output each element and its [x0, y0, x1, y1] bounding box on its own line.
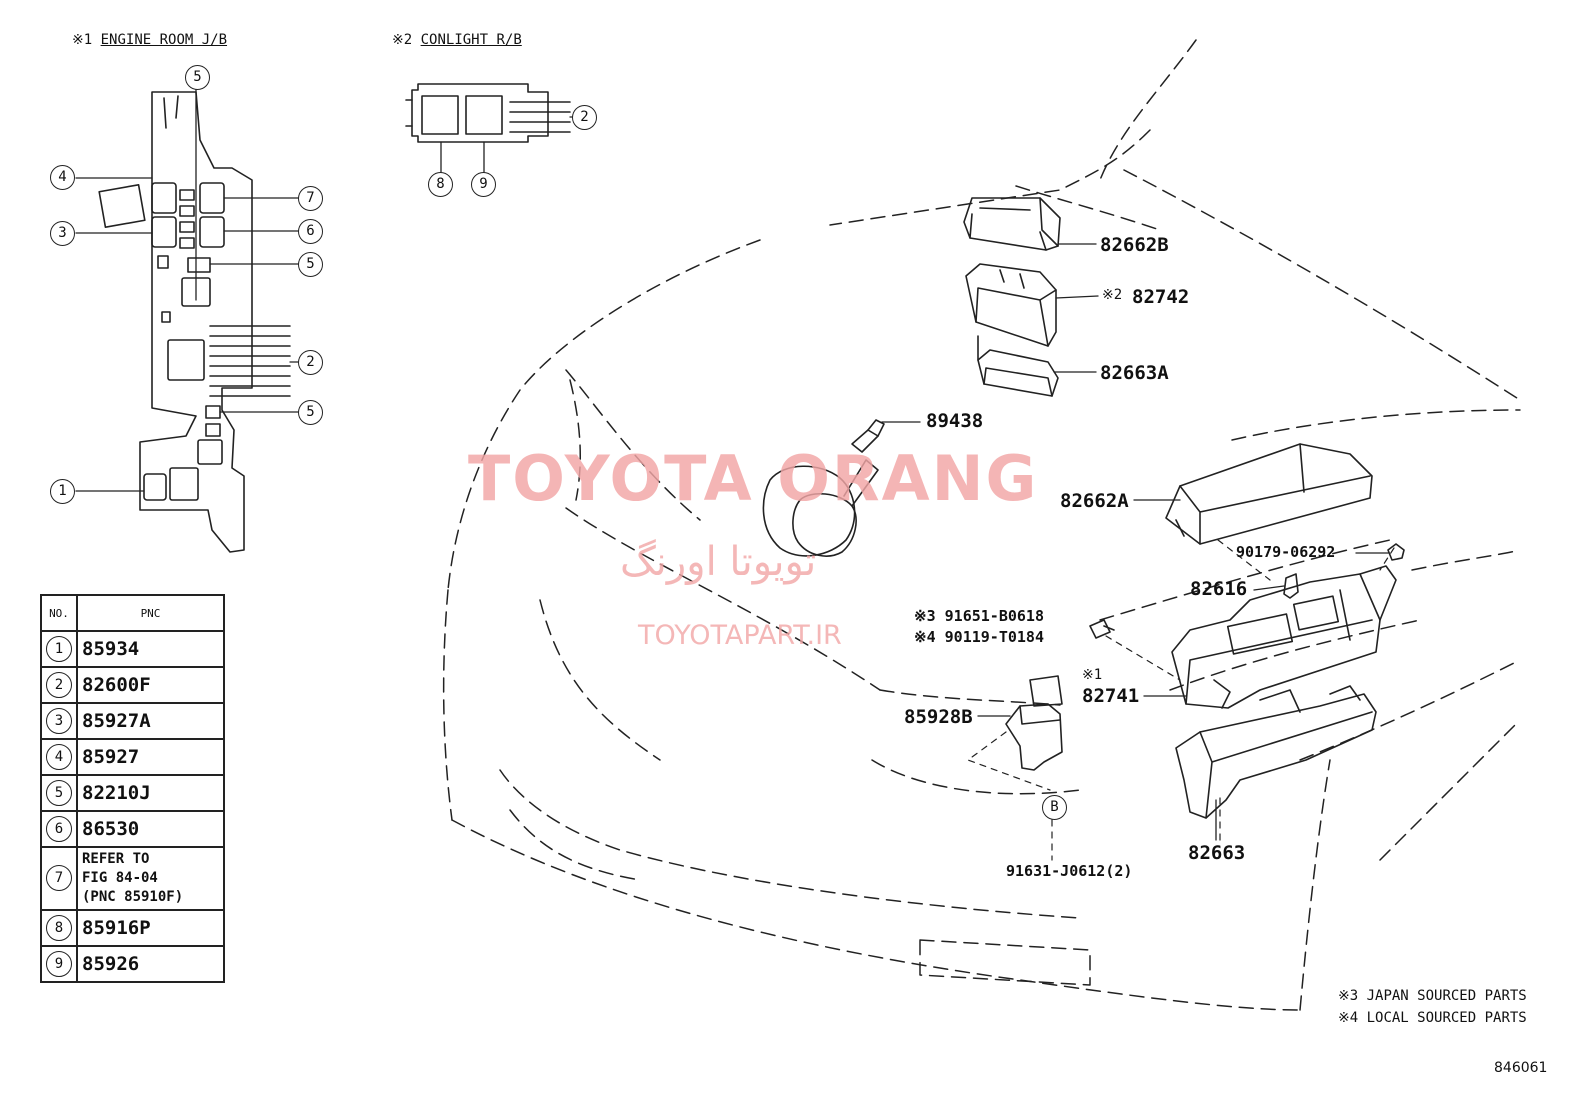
engine-room-title: ENGINE ROOM J/B: [100, 32, 228, 48]
jb-callout-5-top: 5: [185, 65, 210, 90]
table-row: 6 86530: [40, 810, 225, 848]
part-leaders: [881, 243, 1389, 841]
row-pnc: 82600F: [76, 666, 225, 704]
label-82663a: 82663A: [1100, 362, 1169, 384]
watermark-farsi: تویوتا اورنگ: [620, 539, 817, 585]
label-82662a: 82662A: [1060, 490, 1129, 512]
header-pnc: PNC: [76, 594, 225, 632]
engine-room-jb-header: ※1 ENGINE ROOM J/B: [72, 32, 227, 48]
row-number: 6: [46, 816, 72, 842]
note-japan-sourced: ※3 JAPAN SOURCED PARTS: [1338, 988, 1527, 1004]
row-number: 1: [46, 636, 72, 662]
row-pnc: 85927: [76, 738, 225, 776]
watermark-url: TOYOTAPART.IR: [638, 620, 842, 651]
conlight-rb-drawing: [405, 83, 575, 173]
car-body-outline: [442, 39, 1521, 1011]
rb-callout-9: 9: [471, 172, 496, 197]
row-number: 5: [46, 780, 72, 806]
row-pnc-refer: REFER TO FIG 84-04 (PNC 85910F): [76, 846, 225, 911]
refer-line: REFER TO: [82, 851, 150, 867]
label-90119-t0184: ※4 90119-T0184: [914, 628, 1044, 646]
sensor-89438: [762, 419, 885, 557]
label-85928b: 85928B: [904, 706, 973, 728]
figure-number: 846061: [1494, 1060, 1548, 1076]
table-row: 8 85916P: [40, 908, 225, 947]
bolt-91651: [1089, 619, 1115, 639]
table-header-row: NO. PNC: [40, 594, 225, 632]
table-row: 5 82210J: [40, 774, 225, 812]
refer-line: (PNC 85910F): [82, 888, 184, 905]
jb-callout-2: 2: [298, 350, 323, 375]
row-number: 7: [46, 865, 72, 892]
label-82741: 82741: [1082, 685, 1140, 707]
table-row: 9 85926: [40, 944, 225, 983]
label-91651-b0618: ※3 91651-B0618: [914, 607, 1044, 625]
row-number: 8: [46, 914, 72, 941]
jb-callout-4: 4: [50, 165, 75, 190]
engine-room-jb-drawing: [98, 91, 291, 553]
row-pnc: 86530: [76, 810, 225, 848]
row-pnc: 85934: [76, 630, 225, 668]
jb-callout-1: 1: [50, 479, 75, 504]
row-pnc: 85927A: [76, 702, 225, 740]
row-number: 9: [46, 950, 72, 977]
header-no: NO.: [40, 594, 78, 632]
label-90179-06292: 90179-06292: [1236, 543, 1336, 561]
row-number: 4: [46, 744, 72, 770]
row-pnc: 85926: [76, 944, 225, 983]
table-row: 7 REFER TO FIG 84-04 (PNC 85910F): [40, 846, 225, 911]
engine-room-mark: ※1: [72, 32, 93, 48]
jb-callout-5-mid: 5: [298, 252, 323, 277]
table-row: 2 82600F: [40, 666, 225, 704]
label-82742: 82742: [1132, 286, 1190, 308]
part-82616: [1283, 573, 1299, 599]
row-number: 2: [46, 672, 72, 698]
block-82741: [1171, 565, 1397, 709]
jb-callout-7: 7: [298, 186, 323, 211]
lower-82663a: [977, 335, 1059, 397]
conlight-rb-header: ※2 CONLIGHT R/B: [392, 32, 522, 48]
jb-callout-6: 6: [298, 219, 323, 244]
connector-85928b: [1005, 675, 1063, 771]
label-82742-mark: ※2: [1102, 287, 1123, 303]
nut-90179: [1387, 543, 1405, 561]
jb-callout-5-low: 5: [298, 400, 323, 425]
cover-82662a: [1165, 443, 1373, 545]
bolt-callout-b: B: [1042, 795, 1067, 820]
label-89438: 89438: [926, 410, 984, 432]
label-82741-mark: ※1: [1082, 667, 1103, 683]
holder-82742: [965, 263, 1057, 347]
refer-line: FIG 84-04: [82, 869, 158, 886]
label-82616: 82616: [1190, 578, 1248, 600]
tray-82663: [1175, 685, 1377, 819]
jb-leaders: [75, 87, 299, 492]
label-82662b: 82662B: [1100, 234, 1169, 256]
dashed-guides: [967, 539, 1395, 861]
table-row: 4 85927: [40, 738, 225, 776]
row-pnc: 85916P: [76, 908, 225, 947]
label-91631-j0612: 91631-J0612(2): [1006, 862, 1133, 880]
jb-callout-3: 3: [50, 221, 75, 246]
label-82663: 82663: [1188, 842, 1246, 864]
watermark-main: TOYOTA ORANG: [468, 442, 1039, 515]
cover-82662b: [963, 197, 1061, 251]
rb-callout-8: 8: [428, 172, 453, 197]
rb-callout-2: 2: [572, 105, 597, 130]
note-local-sourced: ※4 LOCAL SOURCED PARTS: [1338, 1010, 1527, 1026]
row-pnc: 82210J: [76, 774, 225, 812]
conlight-title: CONLIGHT R/B: [420, 32, 522, 48]
table-row: 3 85927A: [40, 702, 225, 740]
pnc-table: NO. PNC 1 85934 2 82600F 3 85927A 4 8592…: [40, 594, 225, 983]
conlight-mark: ※2: [392, 32, 413, 48]
table-row: 1 85934: [40, 630, 225, 668]
row-number: 3: [46, 708, 72, 734]
